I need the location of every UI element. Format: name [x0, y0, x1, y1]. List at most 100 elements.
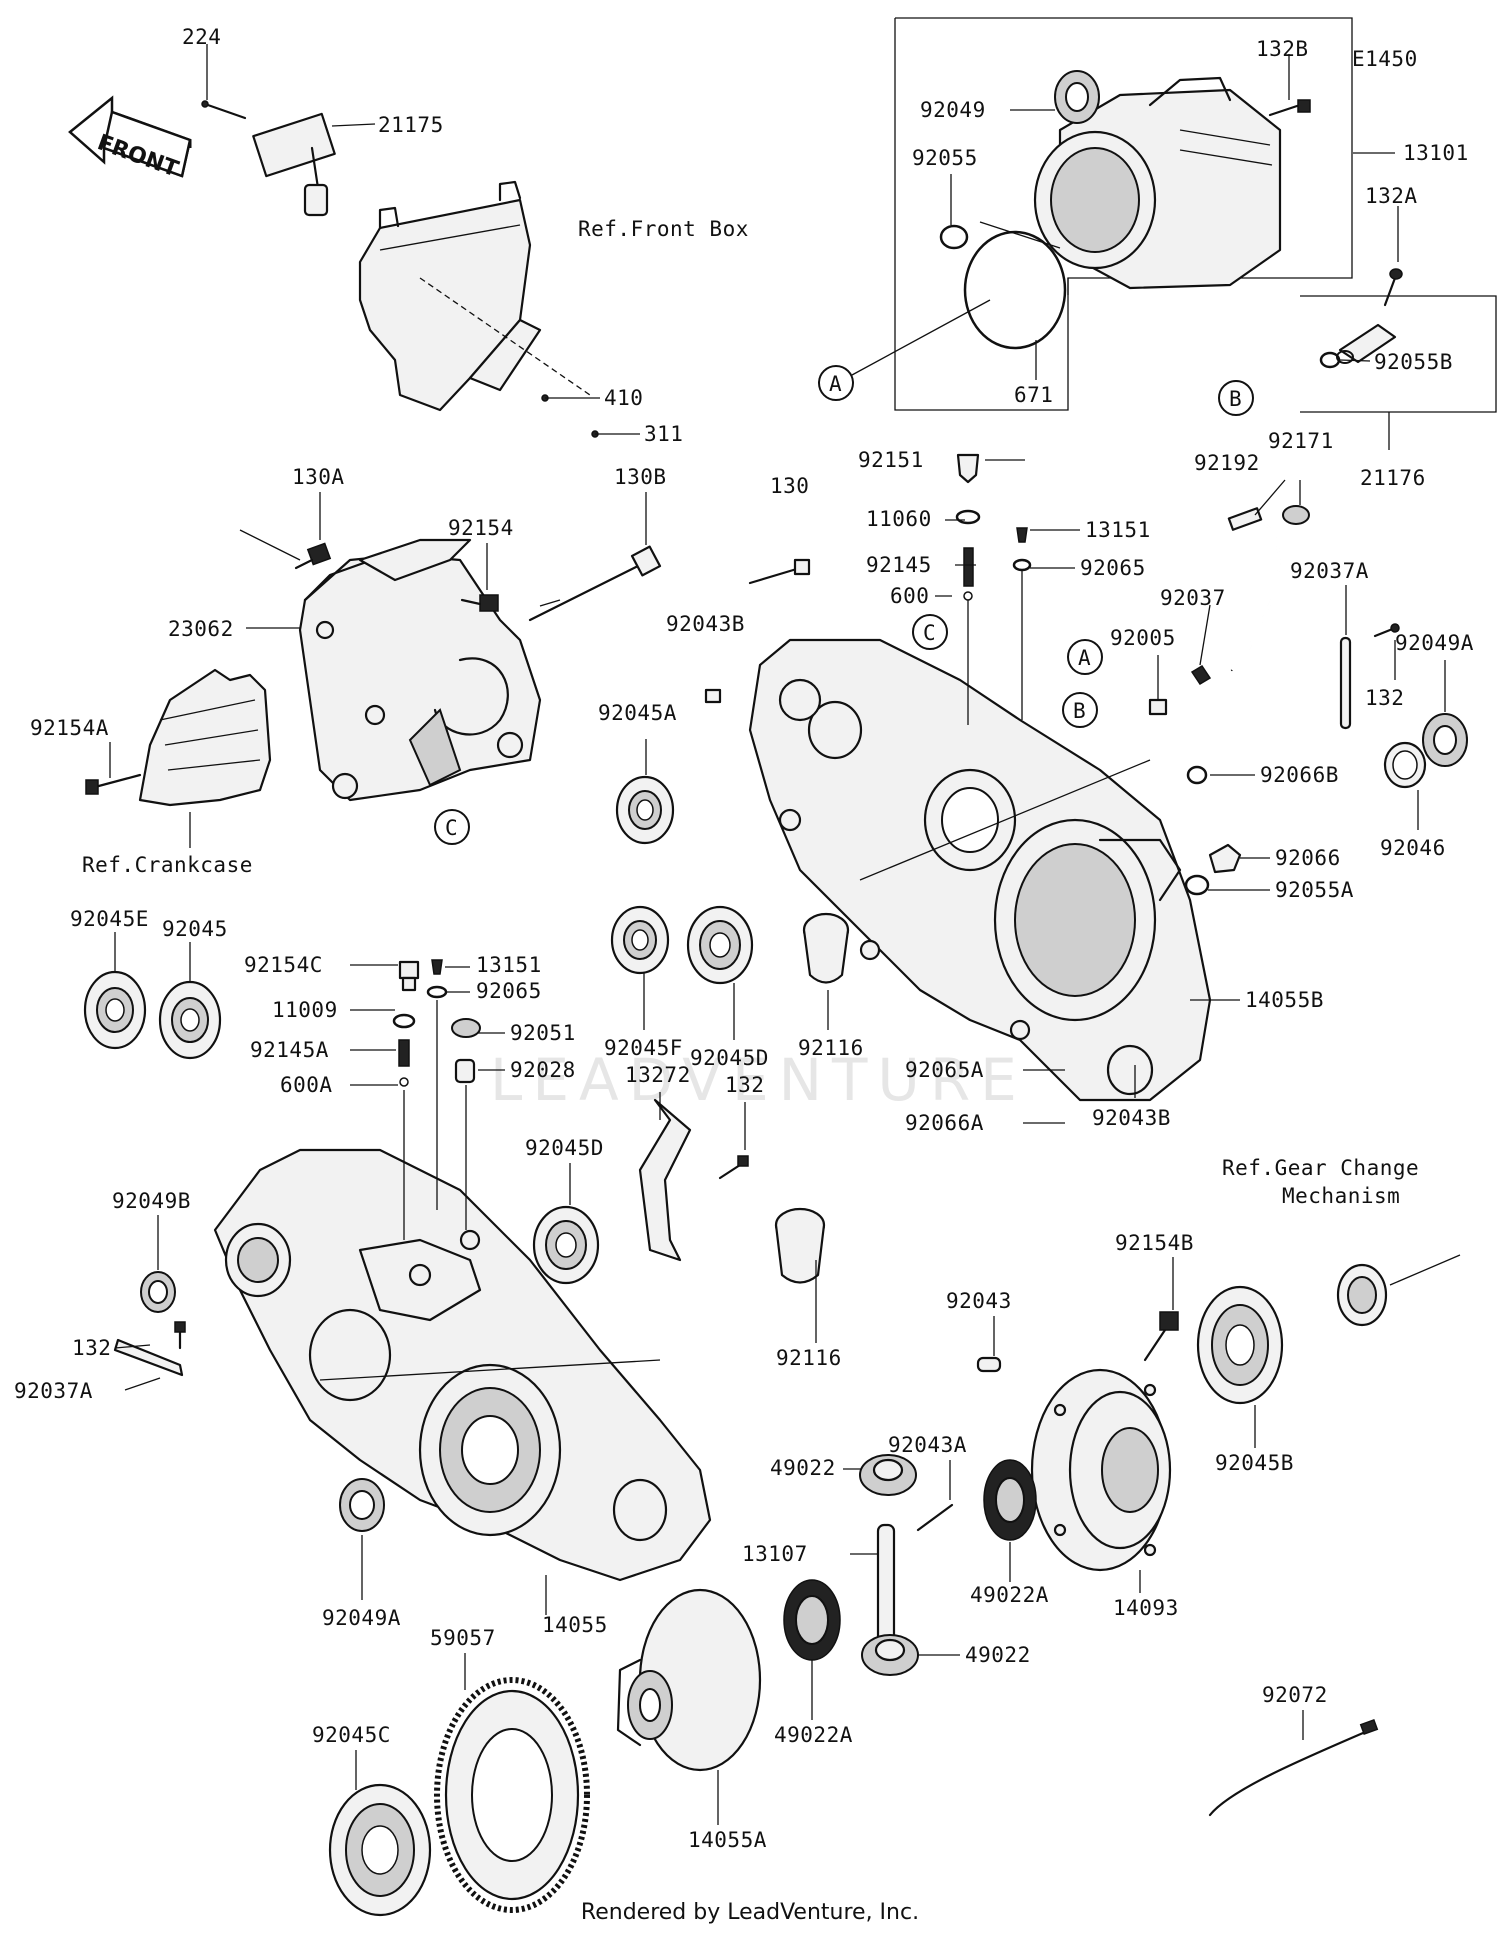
part-label: 132A: [1365, 184, 1418, 208]
shaft-13107: [876, 1523, 896, 1647]
bolt-130B: [528, 545, 662, 622]
sensor-assembly-21176: [1300, 268, 1497, 413]
part-label: 21176: [1360, 466, 1426, 490]
svg-text:A: A: [1078, 646, 1091, 670]
part-label: 311: [644, 422, 683, 446]
front-box-bracket: [358, 180, 599, 438]
engine-mount-bracket-23062: [239, 529, 542, 802]
bearing-92045D-lower: [532, 1205, 600, 1285]
part-label: 92049B: [112, 1189, 191, 1213]
bearing-92045A: [615, 775, 675, 845]
bearing-92045E: [83, 970, 147, 1050]
part-label: 92045: [162, 917, 228, 941]
part-label: 21175: [378, 113, 444, 137]
part-label: 49022A: [970, 1583, 1049, 1607]
column-small-parts: [704, 453, 1032, 725]
callout-C-left: C: [434, 809, 470, 845]
leader-lines: [109, 44, 1446, 1825]
pin-92043A: [916, 1503, 954, 1532]
part-label: 92043: [946, 1289, 1012, 1313]
part-label: 132: [72, 1336, 111, 1360]
part-label: 49022A: [774, 1723, 853, 1747]
part-label: 59057: [430, 1626, 496, 1650]
part-label: 130: [770, 474, 809, 498]
part-label: 92049A: [1395, 631, 1474, 655]
part-label: 92045A: [598, 701, 677, 725]
bearing-92045: [158, 980, 222, 1060]
seal-92049A-lower: [339, 1478, 385, 1532]
part-label: 92045C: [312, 1723, 391, 1747]
callout-A-top: A: [818, 299, 991, 401]
ref-front-box: Ref.Front Box: [578, 217, 749, 241]
part-label: 14055: [542, 1613, 608, 1637]
part-label: 92043A: [888, 1433, 967, 1457]
part-label: 92028: [510, 1058, 576, 1082]
motor-assembly-box: [894, 17, 1353, 411]
bevel-gear-49022-upper: [859, 1454, 917, 1496]
differential-case-14093: [1030, 1368, 1172, 1572]
part-label: 92065: [476, 979, 542, 1003]
part-label: 92154A: [30, 716, 109, 740]
svg-text:C: C: [445, 816, 458, 840]
cable-tie-92072: [1208, 1718, 1379, 1817]
controller-unit-21175: [201, 100, 336, 217]
svg-text:B: B: [1229, 387, 1242, 411]
part-label: 92037A: [14, 1379, 93, 1403]
part-label: 92066A: [905, 1111, 984, 1135]
part-label: 14055A: [688, 1828, 767, 1852]
ref-gear-change-mechanism: Mechanism: [1282, 1184, 1400, 1208]
part-label: 92065A: [905, 1058, 984, 1082]
part-label: 92055B: [1374, 350, 1453, 374]
part-label: 92045B: [1215, 1451, 1294, 1475]
part-label: 132: [725, 1073, 764, 1097]
part-label: 92192: [1194, 451, 1260, 475]
part-label: 92037A: [1290, 559, 1369, 583]
part-label: 92145A: [250, 1038, 329, 1062]
ref-crankcase: Ref.Crankcase: [82, 853, 253, 877]
fork-13272: [638, 1098, 749, 1262]
callout-B-center: B: [1062, 692, 1098, 728]
callout-B-top: B: [1218, 380, 1254, 416]
bearing-92045D-upper: [686, 905, 754, 985]
bolt-92154: [460, 594, 499, 612]
part-label: 130B: [614, 465, 667, 489]
part-label: 92051: [510, 1021, 576, 1045]
bearing-92045B: [1196, 1285, 1284, 1405]
bearing-92045F: [610, 905, 670, 975]
part-label: 92045D: [525, 1136, 604, 1160]
part-label: 92171: [1268, 429, 1334, 453]
part-label: 92066B: [1260, 763, 1339, 787]
part-label: 224: [182, 25, 221, 49]
part-label: 92043B: [1092, 1106, 1171, 1130]
part-label: 130A: [292, 465, 345, 489]
part-label: 92049: [920, 98, 986, 122]
gear-change-mechanism-ref: [1336, 1254, 1461, 1327]
part-label: 600A: [280, 1073, 333, 1097]
part-label: 92116: [776, 1346, 842, 1370]
part-label: 92154B: [1115, 1231, 1194, 1255]
part-label: 92065: [1080, 556, 1146, 580]
part-label: 671: [1014, 383, 1053, 407]
side-gear-49022A-lower: [783, 1579, 841, 1661]
part-label: 92151: [858, 448, 924, 472]
sleeve-92116-lower: [774, 1207, 826, 1284]
callout-A-center: A: [1067, 639, 1103, 675]
footer-credit: Rendered by LeadVenture, Inc.: [580, 1900, 920, 1925]
small-parts-right: [1184, 623, 1400, 896]
part-label: 132B: [1256, 37, 1309, 61]
part-label: 13151: [1085, 518, 1151, 542]
seal-92049B: [140, 1271, 176, 1313]
part-label: 92154: [448, 516, 514, 540]
watermark-text: LEADVENTURE: [490, 1046, 1027, 1114]
part-label: 92046: [1380, 836, 1446, 860]
figure-code: E1450: [1352, 47, 1418, 71]
ring-gear-59057: [434, 1677, 590, 1913]
part-label: 92066: [1275, 846, 1341, 870]
part-label: 92055A: [1275, 878, 1354, 902]
bolt-130A: [294, 542, 332, 570]
lower-column-parts: [392, 959, 481, 1240]
bolt-92154B: [1143, 1311, 1179, 1362]
svg-text:A: A: [829, 372, 842, 396]
svg-text:C: C: [923, 621, 936, 645]
